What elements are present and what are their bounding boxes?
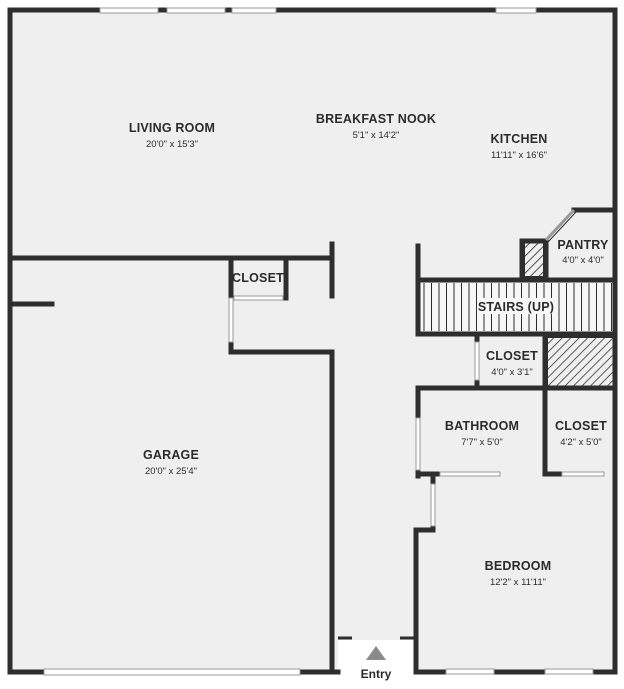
window-bedroom-1 bbox=[445, 668, 495, 675]
room-dims: 4'0" x 4'0" bbox=[562, 255, 604, 266]
window-bedroom-2 bbox=[544, 668, 594, 675]
door-closet-mid bbox=[474, 341, 480, 381]
room-dims: 11'11" x 16'6" bbox=[491, 150, 547, 161]
room-living-room: LIVING ROOM 20'0" x 15'3" bbox=[129, 121, 215, 150]
door-bedroom bbox=[430, 483, 436, 527]
window-top-4 bbox=[495, 7, 537, 14]
room-closet-top: CLOSET bbox=[232, 271, 284, 285]
window-garage-door bbox=[43, 668, 301, 676]
room-stairs: STAIRS (UP) bbox=[478, 298, 554, 314]
room-name: CLOSET bbox=[486, 349, 538, 363]
stairs bbox=[418, 280, 613, 334]
room-dims: 4'0" x 3'1" bbox=[491, 367, 533, 378]
room-closet-mid: CLOSET 4'0" x 3'1" bbox=[486, 349, 538, 378]
hatched-area-stair-closet bbox=[546, 336, 615, 388]
room-bedroom: BEDROOM 12'2" x 11'11" bbox=[485, 559, 552, 588]
room-name: KITCHEN bbox=[491, 132, 548, 146]
windows bbox=[43, 7, 594, 676]
room-name: LIVING ROOM bbox=[129, 121, 215, 135]
room-dims: 4'2" x 5'0" bbox=[560, 437, 602, 448]
room-name: PANTRY bbox=[557, 238, 609, 252]
room-name: BATHROOM bbox=[445, 419, 519, 433]
door-bathroom bbox=[415, 417, 421, 471]
entry-label: Entry bbox=[361, 667, 392, 681]
entry-marker[interactable]: Entry bbox=[361, 646, 392, 681]
room-garage: GARAGE 20'0" x 25'4" bbox=[143, 448, 199, 477]
room-dims: 7'7" x 5'0" bbox=[461, 437, 503, 448]
door-openings bbox=[228, 208, 605, 527]
entry-arrow-icon bbox=[366, 646, 386, 660]
room-name: STAIRS (UP) bbox=[478, 300, 554, 314]
room-dims: 20'0" x 25'4" bbox=[145, 466, 197, 477]
door-closet-right bbox=[561, 471, 605, 477]
room-closet-right: CLOSET 4'2" x 5'0" bbox=[555, 419, 607, 448]
room-dims: 12'2" x 11'11" bbox=[490, 577, 546, 588]
room-dims: 20'0" x 15'3" bbox=[146, 139, 198, 150]
room-breakfast-nook: BREAKFAST NOOK 5'1" x 14'2" bbox=[316, 112, 436, 141]
room-name: BEDROOM bbox=[485, 559, 552, 573]
door-closet-top bbox=[233, 295, 284, 301]
room-name: GARAGE bbox=[143, 448, 199, 462]
floor-fill bbox=[10, 10, 615, 680]
door-garage bbox=[228, 297, 234, 343]
room-name: CLOSET bbox=[232, 271, 284, 285]
window-top-2 bbox=[166, 7, 226, 14]
door-bathroom-closet bbox=[439, 471, 501, 477]
window-top-3 bbox=[231, 7, 277, 14]
room-pantry: PANTRY 4'0" x 4'0" bbox=[557, 238, 609, 266]
room-bathroom: BATHROOM 7'7" x 5'0" bbox=[445, 419, 519, 448]
room-name: BREAKFAST NOOK bbox=[316, 112, 436, 126]
room-name: CLOSET bbox=[555, 419, 607, 433]
room-dims: 5'1" x 14'2" bbox=[353, 130, 400, 141]
window-top-1 bbox=[99, 7, 159, 14]
hatched-area-pantry bbox=[523, 240, 545, 278]
room-kitchen: KITCHEN 11'11" x 16'6" bbox=[491, 132, 548, 161]
door-pantry bbox=[544, 208, 576, 242]
